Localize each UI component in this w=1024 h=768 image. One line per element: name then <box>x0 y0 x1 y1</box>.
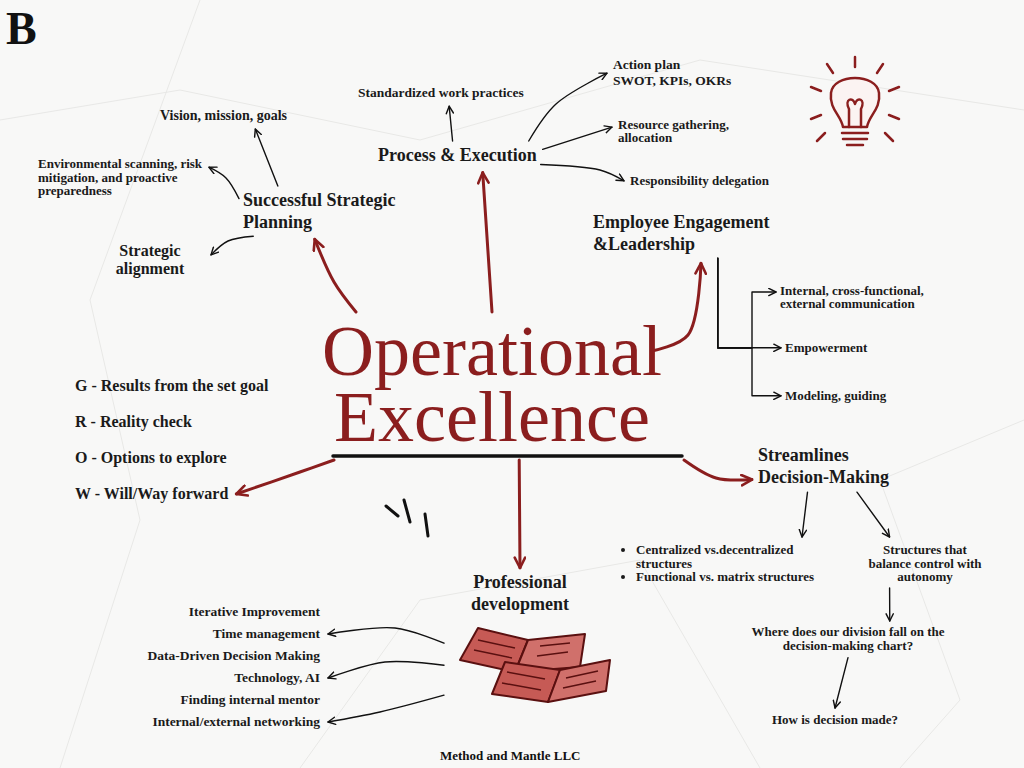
branch-heading: Process & Execution <box>378 145 537 167</box>
branch-heading: Streamlines Decision-Making <box>758 445 923 488</box>
connector-arrow <box>857 492 890 537</box>
drawing-stroke <box>811 57 899 141</box>
drawing-stroke <box>300 560 760 768</box>
connector-arrow <box>328 661 444 678</box>
node-text: Internal, cross-functional, external com… <box>780 284 930 310</box>
connector-arrow <box>315 239 356 312</box>
node-text: SWOT, KPIs, OKRs <box>613 73 731 89</box>
node-text: Process & Execution <box>378 145 537 167</box>
connector-arrow <box>541 164 624 180</box>
connector-arrow <box>328 695 444 722</box>
grow-model-list: G - Results from the set goalR - Reality… <box>75 368 268 512</box>
node-text: W - Will/Way forward <box>75 476 228 512</box>
connector-arrow <box>718 258 781 396</box>
connector-arrow <box>802 492 808 537</box>
branch-item: Responsibility delegation <box>630 173 769 189</box>
drawing-stroke <box>831 78 879 127</box>
node-text: O - Options to explore <box>75 440 227 476</box>
node-text: R - Reality check <box>75 404 192 440</box>
node-text: Technology, AI <box>234 667 320 689</box>
branch-item: Resource gathering, allocation <box>618 118 768 144</box>
bullet-list: Centralized vs.decentralized structuresF… <box>622 543 847 584</box>
connector-arrow <box>518 460 522 568</box>
drawing-stroke <box>474 640 598 690</box>
connector-arrow <box>449 106 452 141</box>
connector-arrow <box>835 658 848 708</box>
drawing-stroke <box>0 60 1024 140</box>
connector-arrow <box>483 173 492 312</box>
node-text: Structures that balance control with aut… <box>866 543 984 584</box>
connector-arrow <box>236 460 334 494</box>
node-text: Operational Excellence <box>322 318 662 450</box>
branch-item: Internal, cross-functional, external com… <box>780 284 930 310</box>
node-text: How is decision made? <box>772 712 898 728</box>
connector-arrow <box>529 73 607 141</box>
lightbulb-icon <box>811 57 899 145</box>
node-text: Internal/external networking <box>152 711 320 733</box>
node-text: Standardized work practices <box>358 85 524 101</box>
node-text: Resource gathering, allocation <box>618 118 768 144</box>
branch-item: Modeling, guiding <box>785 388 886 404</box>
branch-item: Vision, mission, goals <box>160 108 287 124</box>
node-text: Finding internal mentor <box>180 689 320 711</box>
node-text: Action plan <box>613 57 680 73</box>
drawing-stroke <box>548 660 610 702</box>
node-text: Environmental scanning, risk mitigation,… <box>38 157 203 198</box>
connector-arrow <box>718 258 776 348</box>
node-text: Strategic alignment <box>95 242 205 279</box>
drawing-stroke <box>880 420 1024 768</box>
company-credit: Method and Mantle LLC <box>440 748 580 764</box>
bullet-item: Functional vs. matrix structures <box>636 570 847 584</box>
bullet-item: Centralized vs.decentralized structures <box>636 543 847 570</box>
panel-letter: B <box>6 2 37 55</box>
branch-item: Structures that balance control with aut… <box>866 543 984 584</box>
branch-item: Empowerment <box>785 340 867 356</box>
skill-list: Iterative ImprovementTime managementData… <box>95 601 320 733</box>
drawing-stroke <box>386 506 398 516</box>
node-text: Employee Engagement &Leadership <box>593 212 833 255</box>
drawing-stroke <box>842 133 868 145</box>
book-icon <box>460 628 610 702</box>
node-text: Iterative Improvement <box>189 601 320 623</box>
node-text: Successful Strategic Planning <box>243 190 448 233</box>
node-text: Professional development <box>450 572 590 615</box>
drawing-stroke <box>425 514 428 536</box>
question-text: Where does our division fall on the deci… <box>732 625 964 654</box>
connector-arrow <box>255 129 278 186</box>
node-text: Time management <box>213 623 320 645</box>
node-text: Data-Driven Decision Making <box>148 645 321 667</box>
node-text: G - Results from the set goal <box>75 368 268 404</box>
branch-heading: Employee Engagement &Leadership <box>593 212 833 255</box>
title-underline <box>333 454 682 458</box>
central-title: Operational Excellence <box>322 318 662 450</box>
connector-arrow <box>718 258 781 348</box>
connector-arrow <box>209 167 239 198</box>
node-text: Where does our division fall on the deci… <box>732 625 964 654</box>
node-text: Streamlines Decision-Making <box>758 445 923 488</box>
node-text: Empowerment <box>785 340 867 356</box>
branch-item: Environmental scanning, risk mitigation,… <box>38 157 203 198</box>
node-text: Vision, mission, goals <box>160 108 287 124</box>
connector-arrow <box>889 588 891 621</box>
branch-item: Strategic alignment <box>95 242 205 279</box>
connector-arrow <box>211 236 253 255</box>
connector-arrow <box>328 628 444 644</box>
branch-heading: Successful Strategic Planning <box>243 190 448 233</box>
node-text: Modeling, guiding <box>785 388 886 404</box>
question-text: How is decision made? <box>772 712 898 728</box>
drawing-stroke <box>404 500 410 522</box>
node-text: Responsibility delegation <box>630 173 769 189</box>
branch-item: Standardized work practices <box>358 85 524 101</box>
connector-arrow <box>684 460 752 480</box>
drawing-stroke <box>848 99 863 127</box>
branch-heading: Professional development <box>450 572 590 615</box>
motion-marks <box>386 500 428 536</box>
branch-item: Action planSWOT, KPIs, OKRs <box>613 57 731 89</box>
connector-arrow <box>543 127 612 149</box>
